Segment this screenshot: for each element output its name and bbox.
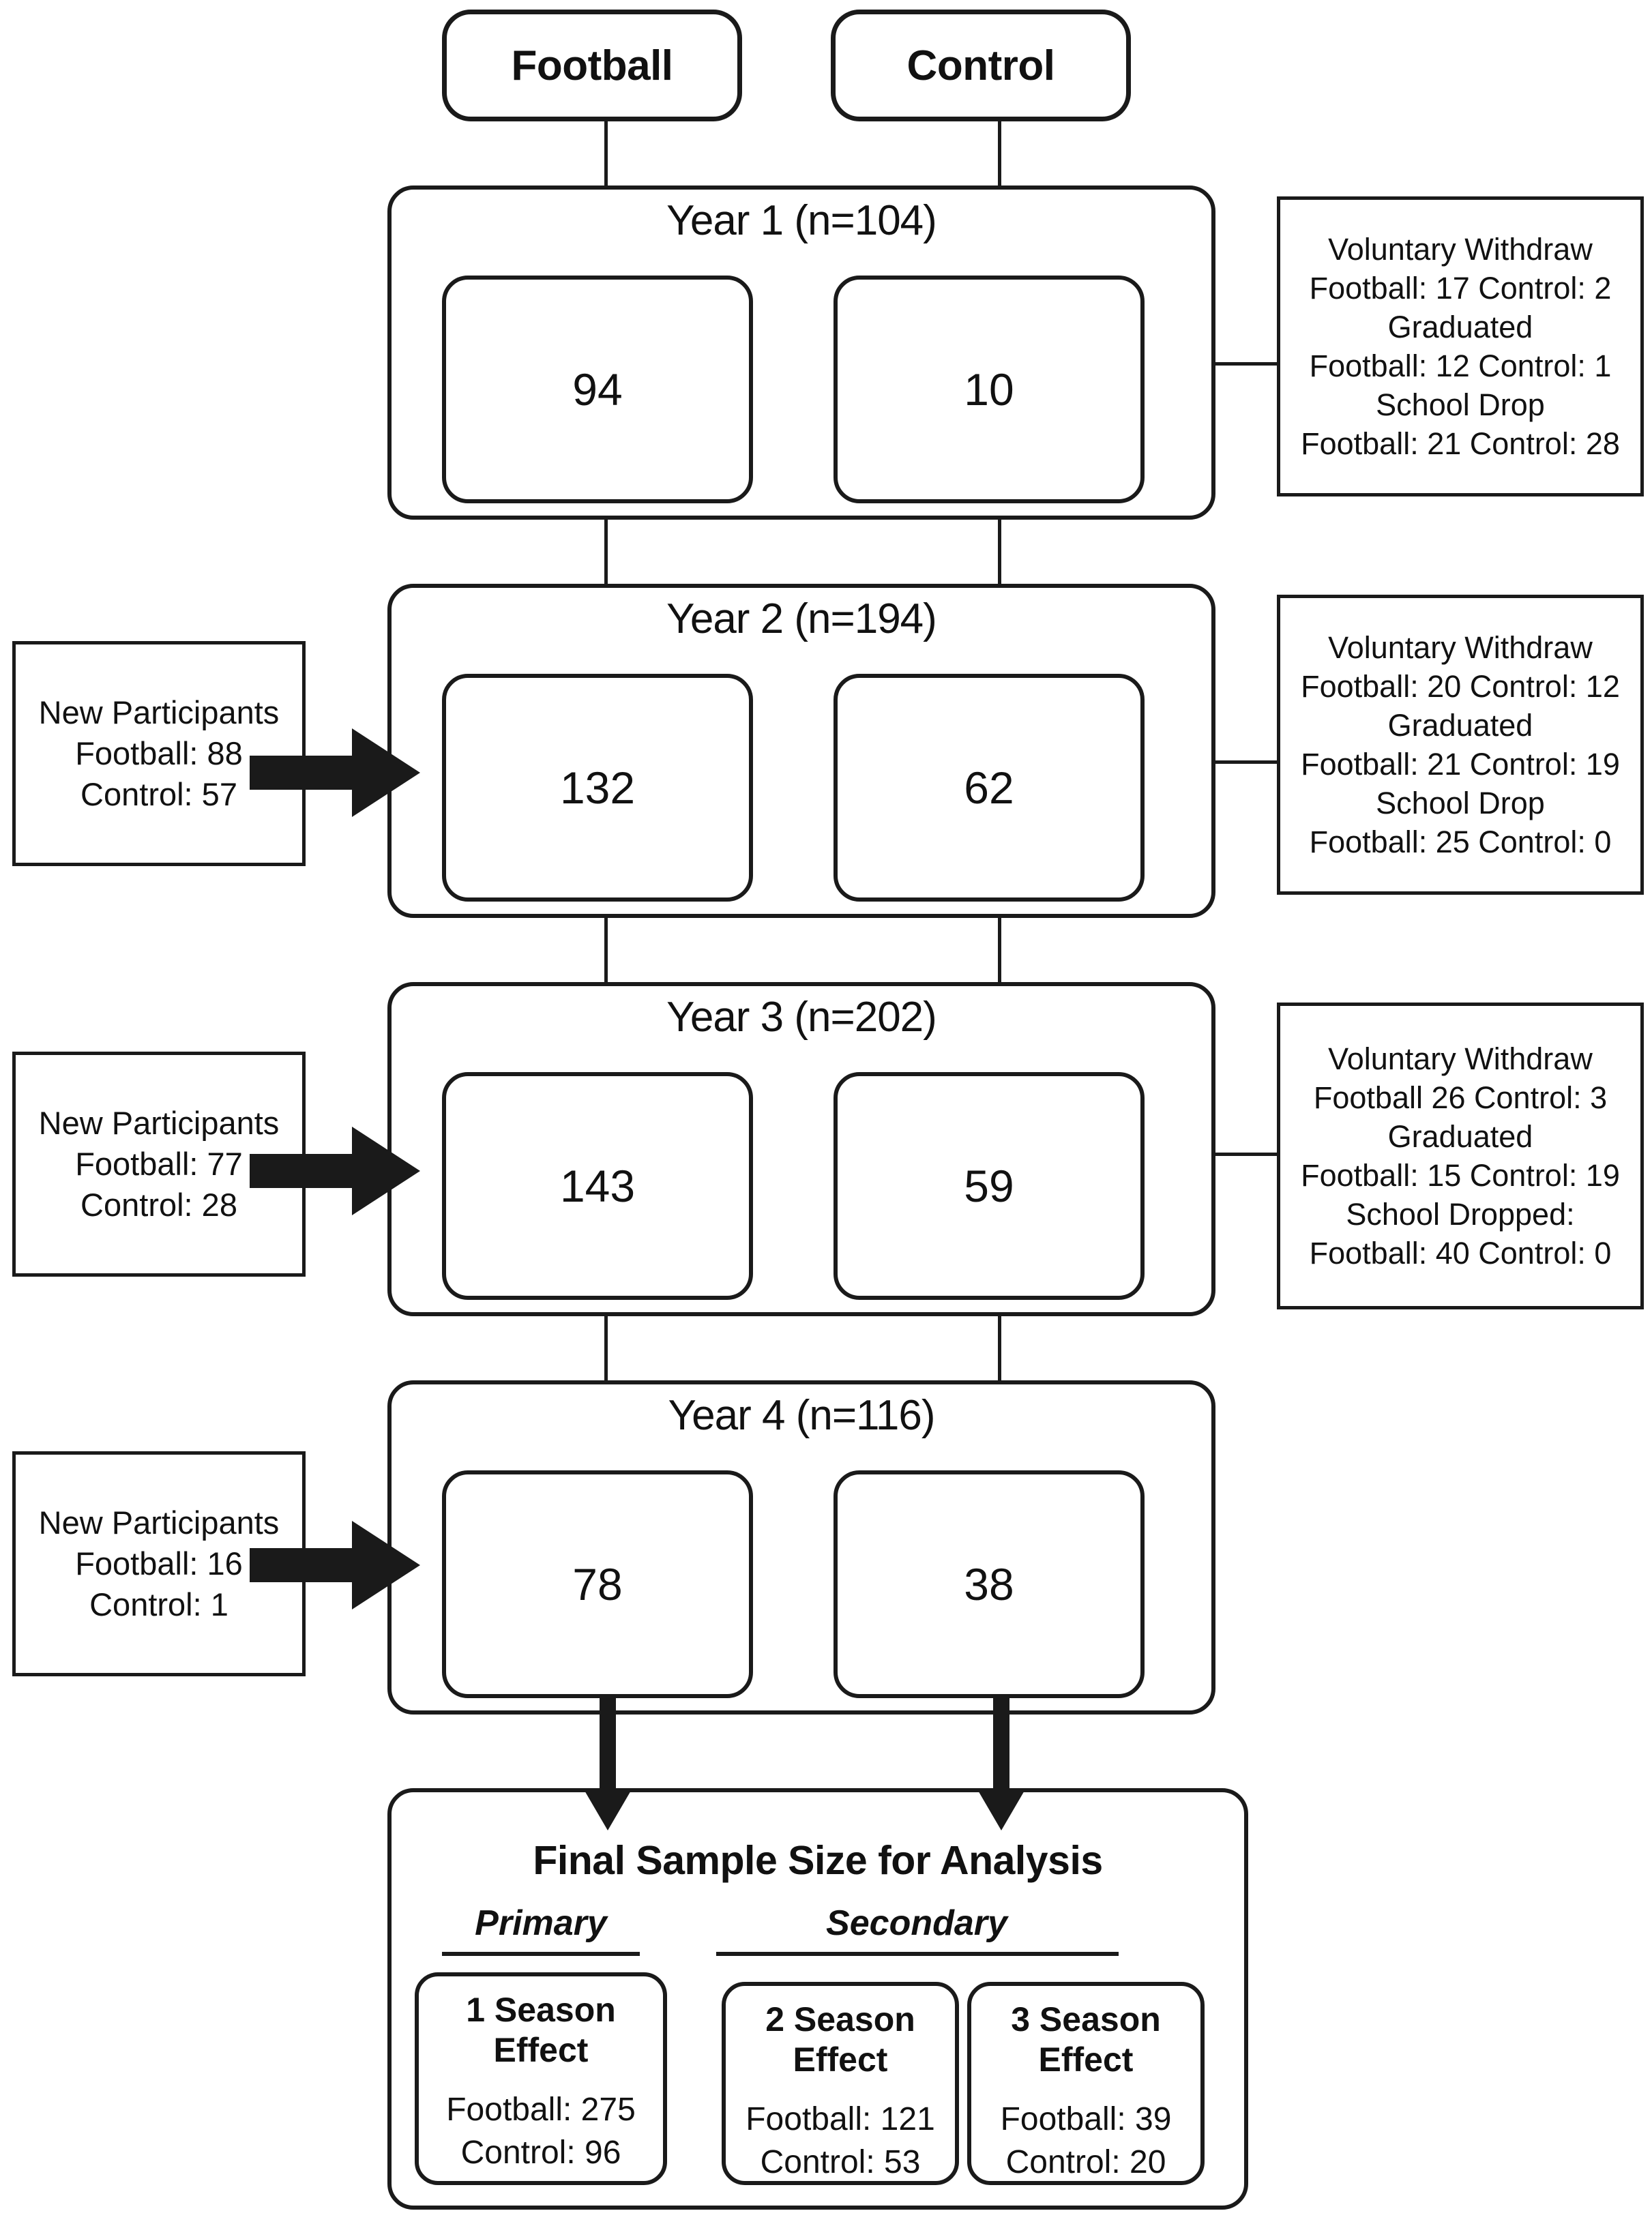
year2-new-participants-line-2: Football: 88 (75, 735, 243, 772)
year2-attrition-line-2: Football: 20 Control: 12 (1301, 668, 1620, 704)
year3-title: Year 3 (n=202) (666, 994, 937, 1041)
final-season-box-3-control: Control: 20 (1005, 2144, 1166, 2181)
final-category-primary-rule (442, 1952, 640, 1956)
final-season-box-3-football: Football: 39 (1000, 2101, 1172, 2137)
final-inflow-arrow-control (977, 1694, 1025, 1830)
group-header-football: Football (442, 10, 742, 121)
connector-year2-to-attrition (1213, 760, 1280, 764)
year3-attrition-line-3: Graduated (1387, 1118, 1533, 1154)
year3-control-count-box: 59 (834, 1072, 1145, 1300)
year3-new-participants-line-2: Football: 77 (75, 1146, 243, 1183)
year3-attrition-line-5: School Dropped: (1346, 1197, 1575, 1232)
year1-attrition-line-2: Football: 17 Control: 2 (1309, 270, 1612, 306)
final-category-secondary-rule (716, 1952, 1119, 1956)
year1-football-count-box: 94 (442, 276, 753, 503)
year4-new-participants-line-2: Football: 16 (75, 1545, 243, 1582)
connector-year3-to-attrition (1213, 1153, 1280, 1156)
year2-attrition-line-4: Football: 21 Control: 19 (1301, 747, 1620, 782)
final-season-box-1-control: Control: 96 (460, 2135, 621, 2171)
final-season-box-1-football: Football: 275 (446, 2092, 636, 2128)
year1-attrition-note: Voluntary Withdraw Football: 17 Control:… (1277, 196, 1644, 496)
year3-attrition-line-6: Football: 40 Control: 0 (1309, 1236, 1612, 1271)
year2-attrition-line-5: School Drop (1376, 786, 1545, 821)
year2-control-count: 62 (964, 762, 1014, 813)
year1-attrition-line-4: Football: 12 Control: 1 (1309, 348, 1612, 383)
year2-new-participants-line-1: New Participants (38, 694, 280, 731)
year3-new-participants-line-3: Control: 28 (80, 1186, 237, 1223)
year2-football-count-box: 132 (442, 674, 753, 902)
final-season-box-2-title-line1: 2 Season (765, 2000, 915, 2038)
final-season-box-2-title-line2: Effect (793, 2040, 888, 2079)
year3-football-count-box: 143 (442, 1072, 753, 1300)
year1-attrition-line-1: Voluntary Withdraw (1328, 231, 1593, 267)
year2-new-participants-line-3: Control: 57 (80, 775, 237, 812)
year3-attrition-line-2: Football 26 Control: 3 (1313, 1080, 1608, 1115)
year1-attrition-line-3: Graduated (1387, 309, 1533, 344)
final-season-box-1-title-line2: Effect (493, 2031, 589, 2069)
year2-inflow-arrow (250, 728, 420, 817)
year4-inflow-arrow (250, 1521, 420, 1609)
year2-attrition-line-3: Graduated (1387, 707, 1533, 743)
final-season-box-1-title: 1 Season Effect (466, 1990, 616, 2071)
final-season-box-2-football: Football: 121 (746, 2101, 935, 2137)
year2-football-count: 132 (559, 762, 636, 813)
year1-attrition-line-6: Football: 21 Control: 28 (1301, 426, 1620, 462)
year4-title: Year 4 (n=116) (668, 1392, 935, 1439)
final-season-box-3-title: 3 Season Effect (1011, 2000, 1161, 2080)
year1-control-count: 10 (964, 364, 1014, 415)
year4-new-participants-line-3: Control: 1 (89, 1586, 228, 1622)
group-header-control: Control (831, 10, 1131, 121)
group-header-football-label: Football (511, 42, 673, 89)
year2-attrition-line-6: Football: 25 Control: 0 (1309, 825, 1612, 860)
year1-control-count-box: 10 (834, 276, 1145, 503)
year3-attrition-line-1: Voluntary Withdraw (1328, 1041, 1593, 1076)
final-season-box-1: 1 Season Effect Football: 275 Control: 9… (415, 1972, 667, 2185)
year4-control-count-box: 38 (834, 1470, 1145, 1698)
final-season-box-3-title-line2: Effect (1038, 2040, 1134, 2079)
final-category-primary-label: Primary (475, 1903, 607, 1943)
year3-football-count: 143 (559, 1161, 636, 1211)
final-season-box-2-stats: Football: 121 Control: 53 (746, 2098, 935, 2184)
year3-attrition-line-4: Football: 15 Control: 19 (1301, 1158, 1620, 1193)
group-header-control-label: Control (906, 42, 1055, 89)
final-season-box-2-control: Control: 53 (760, 2144, 921, 2181)
final-season-box-3-stats: Football: 39 Control: 20 (1001, 2098, 1172, 2184)
final-season-box-1-title-line1: 1 Season (466, 1991, 616, 2029)
year2-title: Year 2 (n=194) (666, 595, 937, 642)
year1-title: Year 1 (n=104) (666, 197, 937, 244)
final-inflow-arrow-football (584, 1694, 632, 1830)
final-season-box-2-title: 2 Season Effect (765, 2000, 915, 2080)
year3-inflow-arrow (250, 1127, 420, 1215)
year2-attrition-note: Voluntary Withdraw Football: 20 Control:… (1277, 595, 1644, 895)
year3-attrition-note: Voluntary Withdraw Football 26 Control: … (1277, 1003, 1644, 1309)
year2-attrition-line-1: Voluntary Withdraw (1328, 629, 1593, 665)
final-sample-title: Final Sample Size for Analysis (533, 1838, 1103, 1883)
final-season-box-2: 2 Season Effect Football: 121 Control: 5… (722, 1982, 959, 2185)
year4-football-count-box: 78 (442, 1470, 753, 1698)
final-season-box-3: 3 Season Effect Football: 39 Control: 20 (967, 1982, 1205, 2185)
year1-attrition-line-5: School Drop (1376, 387, 1545, 423)
year1-football-count: 94 (572, 364, 623, 415)
year2-new-participants-note: New Participants Football: 88 Control: 5… (12, 641, 306, 866)
final-season-box-3-title-line1: 3 Season (1011, 2000, 1161, 2038)
year4-football-count: 78 (572, 1559, 623, 1609)
connector-year1-to-attrition (1213, 362, 1280, 366)
year3-control-count: 59 (964, 1161, 1014, 1211)
year3-new-participants-line-1: New Participants (38, 1105, 280, 1142)
final-category-secondary-label: Secondary (826, 1903, 1007, 1943)
final-season-box-1-stats: Football: 275 Control: 96 (446, 2088, 636, 2175)
year2-control-count-box: 62 (834, 674, 1145, 902)
year4-control-count: 38 (964, 1559, 1014, 1609)
year4-new-participants-line-1: New Participants (38, 1504, 280, 1541)
